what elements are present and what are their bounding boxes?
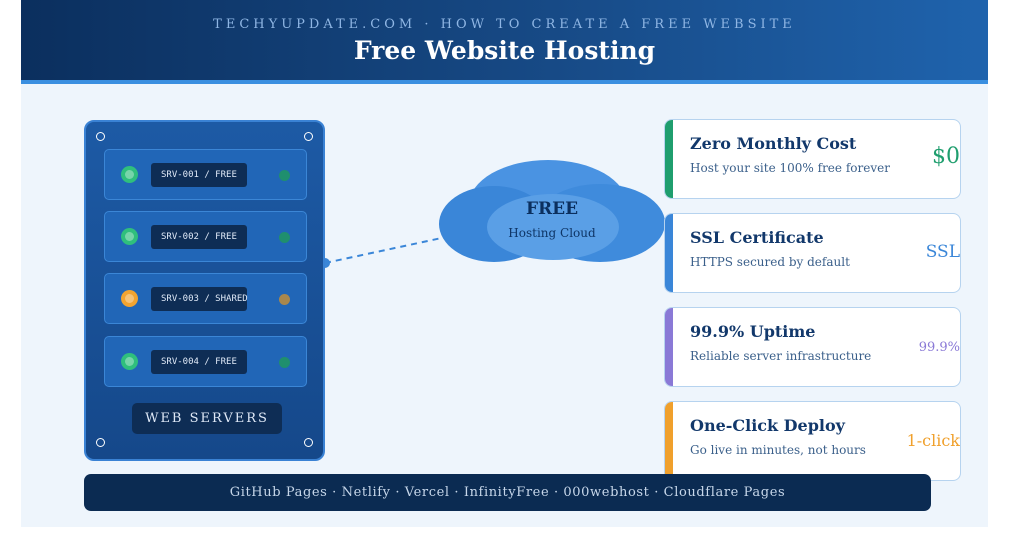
status-led-icon (121, 290, 138, 307)
card-title: One-Click Deploy (690, 416, 845, 435)
status-dot-icon (279, 357, 290, 368)
card-badge: SSL (925, 242, 960, 262)
screw-icon (96, 438, 105, 447)
header-subtitle: TECHYUPDATE.COM · HOW TO CREATE A FREE W… (213, 17, 796, 32)
cloud-subtitle: Hosting Cloud (508, 226, 596, 240)
status-led-icon (121, 228, 138, 245)
rack-label: SRV-002 / FREE (151, 225, 247, 249)
hosting-cloud: FREE Hosting Cloud (439, 158, 665, 268)
rack-label: SRV-001 / FREE (151, 163, 247, 187)
screw-icon (304, 132, 313, 141)
card-badge: $0 (932, 144, 960, 169)
rack-label: SRV-004 / FREE (151, 350, 247, 374)
feature-card-ssl: SSL Certificate HTTPS secured by default… (664, 213, 961, 293)
status-led-icon (121, 166, 138, 183)
providers-footer: GitHub Pages · Netlify · Vercel · Infini… (84, 474, 931, 511)
cloud-title: FREE (525, 199, 579, 219)
card-accent (665, 214, 673, 292)
card-badge: 99.9% (918, 340, 960, 355)
server-rack-4: SRV-004 / FREE (104, 336, 307, 387)
card-description: Go live in minutes, not hours (690, 443, 866, 457)
infographic-frame: TECHYUPDATE.COM · HOW TO CREATE A FREE W… (21, 0, 988, 527)
card-title: 99.9% Uptime (690, 322, 816, 341)
card-accent (665, 402, 673, 480)
card-accent (665, 308, 673, 386)
header-banner: TECHYUPDATE.COM · HOW TO CREATE A FREE W… (21, 0, 988, 84)
status-dot-icon (279, 294, 290, 305)
rack-label: SRV-003 / SHARED (151, 287, 248, 311)
screw-icon (304, 438, 313, 447)
server-label: WEB SERVERS (132, 403, 282, 434)
status-dot-icon (279, 232, 290, 243)
card-title: SSL Certificate (690, 228, 824, 247)
page-title: Free Website Hosting (353, 36, 656, 65)
screw-icon (96, 132, 105, 141)
feature-card-cost: Zero Monthly Cost Host your site 100% fr… (664, 119, 961, 199)
server-rack-2: SRV-002 / FREE (104, 211, 307, 262)
server-rack-1: SRV-001 / FREE (104, 149, 307, 200)
card-title: Zero Monthly Cost (690, 134, 857, 153)
server-rack-3: SRV-003 / SHARED (104, 273, 307, 324)
card-description: Reliable server infrastructure (690, 349, 872, 363)
feature-card-uptime: 99.9% Uptime Reliable server infrastruct… (664, 307, 961, 387)
card-badge: 1-click (906, 431, 960, 450)
cloud-puff (487, 194, 619, 260)
status-dot-icon (279, 170, 290, 181)
feature-card-deploy: One-Click Deploy Go live in minutes, not… (664, 401, 961, 481)
card-description: Host your site 100% free forever (690, 161, 890, 175)
card-accent (665, 120, 673, 198)
server-illustration: SRV-001 / FREE SRV-002 / FREE SRV-003 / … (84, 120, 325, 461)
card-description: HTTPS secured by default (690, 255, 850, 269)
status-led-icon (121, 353, 138, 370)
